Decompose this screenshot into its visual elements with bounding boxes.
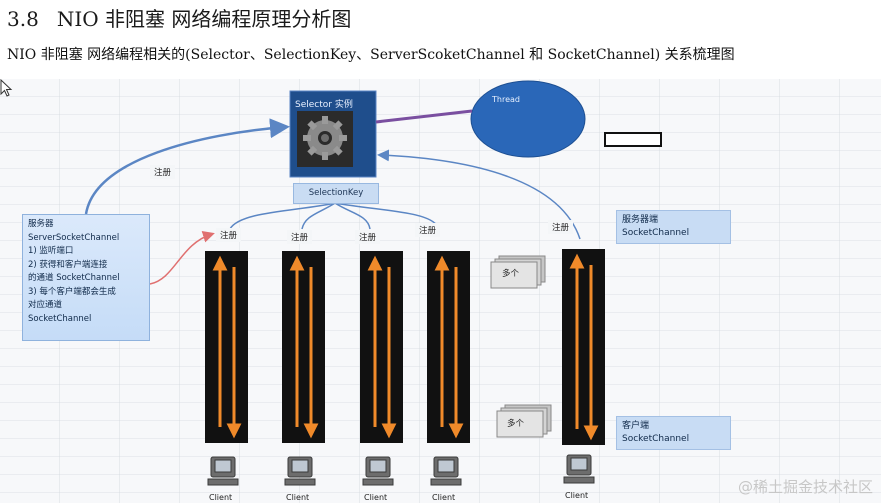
client-label-3: Client bbox=[364, 493, 388, 502]
server-channel-arrow bbox=[149, 230, 215, 285]
register-label-channel-5: 注册 bbox=[548, 220, 574, 234]
diagram-canvas bbox=[0, 79, 881, 503]
nio-diagram: Selector 实例 Thread SelectionKey 注册 注册 注册… bbox=[0, 79, 881, 503]
register-label-channel-4: 注册 bbox=[415, 223, 441, 237]
watermark: @稀土掘金技术社区 bbox=[737, 478, 873, 496]
server-side-label: 服务器端 bbox=[622, 215, 659, 225]
section-number: 3.8 bbox=[7, 7, 39, 31]
client-label-1: Client bbox=[209, 493, 233, 502]
selectionkey-connectors bbox=[229, 202, 439, 230]
channel-arrows bbox=[212, 253, 599, 441]
client-side-channel-box: 客户端 SocketChannel bbox=[616, 416, 731, 450]
empty-cell-outline bbox=[604, 132, 662, 147]
section-title: NIO 非阻塞 网络编程原理分析图 bbox=[56, 7, 352, 31]
note-line: 对应通道 bbox=[28, 300, 63, 310]
register-label-channel-2: 注册 bbox=[287, 230, 313, 244]
server-register-arrow bbox=[84, 118, 290, 215]
section-heading: 3.8 NIO 非阻塞 网络编程原理分析图 bbox=[7, 3, 351, 32]
server-side-channel-label: SocketChannel bbox=[622, 228, 690, 238]
client-label-2: Client bbox=[286, 493, 310, 502]
note-line: 3) 每个客户端都会生成 bbox=[28, 286, 116, 297]
client-label-4: Client bbox=[432, 493, 456, 502]
client-label-5: Client bbox=[565, 491, 589, 500]
multi-channel-label-top: 多个 bbox=[502, 269, 520, 279]
thread-ellipse bbox=[470, 80, 586, 158]
multi-channel-stack-bottom bbox=[496, 404, 552, 438]
server-socket-channel-note: 服务器 ServerSocketChannel 1) 监听端口 2) 获得和客户… bbox=[22, 214, 150, 341]
register-label-channel-1: 注册 bbox=[216, 228, 242, 242]
client-computer-icons bbox=[207, 454, 595, 486]
server-channel-selector-arrow bbox=[377, 149, 581, 240]
selection-key-box: SelectionKey bbox=[293, 183, 379, 204]
diagram-subtitle: NIO 非阻塞 网络编程相关的(Selector、SelectionKey、Se… bbox=[7, 47, 735, 63]
gear-icon bbox=[303, 116, 347, 160]
multi-channel-label-bottom: 多个 bbox=[507, 419, 525, 429]
note-line: SocketChannel bbox=[28, 313, 92, 324]
selector-title: Selector 实例 bbox=[295, 100, 353, 110]
note-line: 服务器 bbox=[28, 219, 54, 229]
server-side-channel-box: 服务器端 SocketChannel bbox=[616, 210, 731, 244]
client-side-label: 客户端 bbox=[622, 421, 650, 431]
channel-bars bbox=[205, 249, 605, 445]
thread-label: Thread bbox=[492, 95, 520, 104]
note-line: 2) 获得和客户端连接 bbox=[28, 259, 108, 270]
register-label-channel-3: 注册 bbox=[355, 230, 381, 244]
client-side-channel-label: SocketChannel bbox=[622, 434, 690, 444]
note-line: ServerSocketChannel bbox=[28, 232, 120, 243]
multi-channel-stack-top bbox=[490, 255, 546, 289]
selector-thread-link bbox=[375, 109, 473, 124]
mouse-pointer-icon bbox=[0, 79, 13, 97]
register-label-server: 注册 bbox=[150, 165, 176, 179]
note-line: 的通道 SocketChannel bbox=[28, 273, 120, 283]
note-line: 1) 监听端口 bbox=[28, 246, 74, 256]
